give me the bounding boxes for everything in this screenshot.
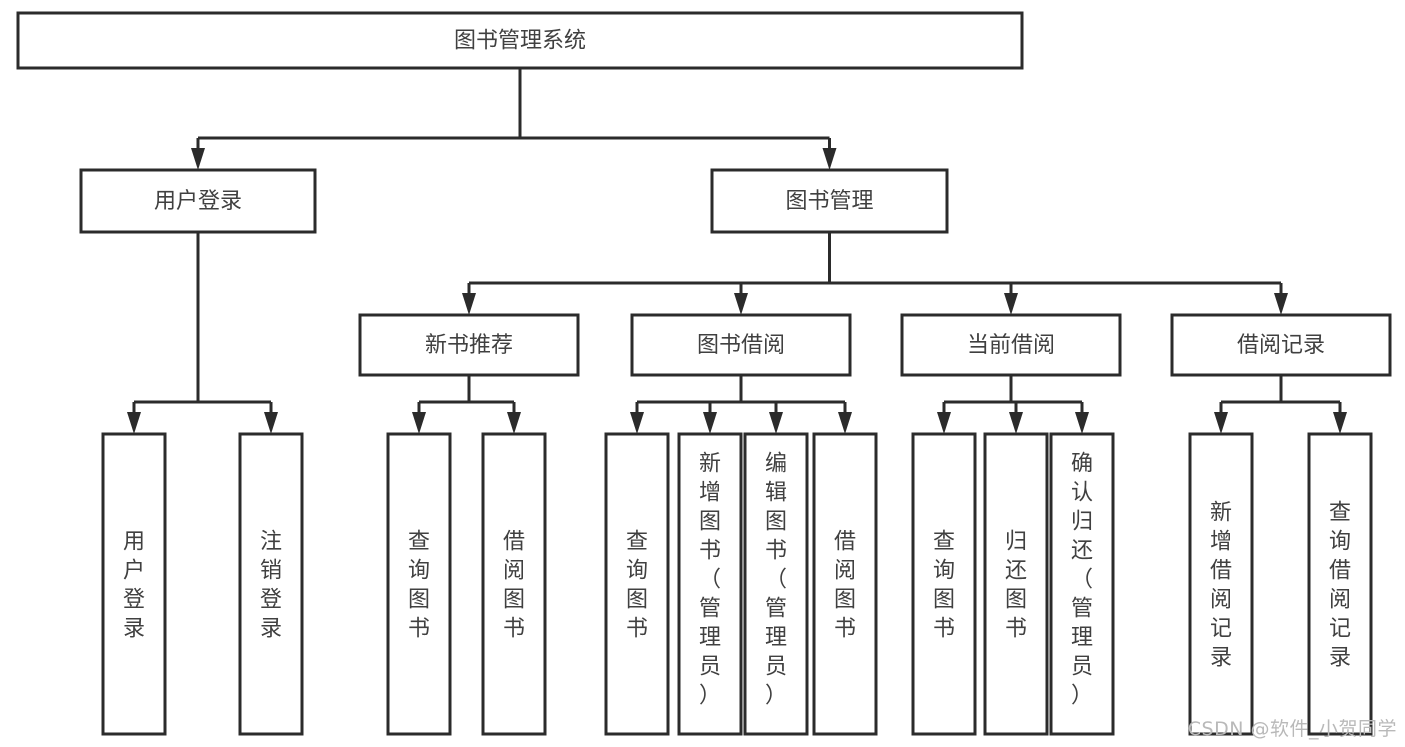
node-leaf-query-book-3[interactable]: 查询图书	[911, 432, 977, 736]
node-box	[743, 432, 809, 736]
node-leaf-query-record[interactable]: 查询借阅记录	[1307, 432, 1373, 736]
node-box	[710, 168, 949, 234]
connectors-layer	[127, 68, 1347, 434]
node-leaf-confirm-return[interactable]: 确认归还（管理员）	[1049, 432, 1115, 736]
arrow-head-icon	[822, 148, 837, 170]
node-box	[630, 313, 852, 377]
arrow-head-icon	[462, 293, 476, 315]
arrow-head-icon	[703, 412, 717, 434]
node-label: 借阅记录	[1237, 333, 1325, 358]
node-box	[677, 432, 743, 736]
arrow-head-icon	[507, 412, 521, 434]
node-box	[16, 11, 1024, 70]
arrow-head-icon	[412, 412, 426, 434]
node-box	[79, 168, 317, 234]
node-label: 新增借阅记录	[1210, 501, 1232, 671]
arrow-head-icon	[1004, 293, 1018, 315]
node-label: 查询借阅记录	[1329, 501, 1351, 671]
connector-conn-root-to-level2	[191, 68, 837, 170]
node-box	[1307, 432, 1373, 736]
node-box	[1049, 432, 1115, 736]
node-leaf-add-book[interactable]: 新增图书（管理员）	[677, 432, 743, 736]
connector-conn-userlogin-to-leaves	[127, 232, 278, 434]
node-box	[1170, 313, 1392, 377]
node-box	[1188, 432, 1254, 736]
node-label: 确认归还（管理员）	[1071, 452, 1093, 709]
node-box	[812, 432, 878, 736]
nodes-layer: 图书管理系统用户登录图书管理新书推荐图书借阅当前借阅借阅记录用户登录注销登录查询…	[16, 11, 1392, 736]
node-box	[481, 432, 547, 736]
node-label: 图书借阅	[697, 333, 785, 358]
node-label: 注销登录	[260, 530, 282, 642]
connector-conn-record-to-leaves	[1214, 375, 1347, 434]
arrow-head-icon	[769, 412, 783, 434]
node-leaf-user-login[interactable]: 用户登录	[101, 432, 167, 736]
arrow-head-icon	[1274, 293, 1288, 315]
node-leaf-add-record[interactable]: 新增借阅记录	[1188, 432, 1254, 736]
arrow-head-icon	[1075, 412, 1089, 434]
arrow-head-icon	[264, 412, 278, 434]
node-label: 新书推荐	[425, 333, 513, 358]
connector-conn-borrow-to-leaves	[630, 375, 852, 434]
node-label: 用户登录	[154, 189, 242, 214]
node-user-login[interactable]: 用户登录	[79, 168, 317, 234]
node-label: 新增图书（管理员）	[699, 452, 721, 709]
node-label: 借阅图书	[834, 530, 856, 642]
node-box	[358, 313, 580, 377]
node-borrow-record[interactable]: 借阅记录	[1170, 313, 1392, 377]
node-box	[386, 432, 452, 736]
arrow-head-icon	[937, 412, 951, 434]
node-box	[604, 432, 670, 736]
node-book-borrow[interactable]: 图书借阅	[630, 313, 852, 377]
node-new-book-recommend[interactable]: 新书推荐	[358, 313, 580, 377]
node-label: 当前借阅	[967, 333, 1055, 358]
node-book-manage[interactable]: 图书管理	[710, 168, 949, 234]
node-leaf-return-book[interactable]: 归还图书	[983, 432, 1049, 736]
node-root[interactable]: 图书管理系统	[16, 11, 1024, 70]
node-label: 图书管理	[785, 189, 873, 214]
connector-conn-bookmanage-to-level3	[462, 232, 1288, 315]
node-box	[238, 432, 304, 736]
node-leaf-logout-login[interactable]: 注销登录	[238, 432, 304, 736]
arrow-head-icon	[1009, 412, 1023, 434]
node-label: 查询图书	[408, 530, 430, 642]
arrow-head-icon	[1333, 412, 1347, 434]
connector-conn-recommend-to-leaves	[412, 375, 521, 434]
node-box	[983, 432, 1049, 736]
connector-conn-current-to-leaves	[937, 375, 1089, 434]
node-leaf-borrow-book-2[interactable]: 借阅图书	[812, 432, 878, 736]
node-label: 图书管理系统	[454, 29, 586, 54]
node-leaf-query-book-2[interactable]: 查询图书	[604, 432, 670, 736]
arrow-head-icon	[838, 412, 852, 434]
node-label: 用户登录	[123, 530, 145, 642]
node-leaf-edit-book[interactable]: 编辑图书（管理员）	[743, 432, 809, 736]
node-label: 查询图书	[626, 530, 648, 642]
node-label: 借阅图书	[503, 530, 525, 642]
node-label: 查询图书	[933, 530, 955, 642]
node-box	[911, 432, 977, 736]
watermark-text: CSDN @软件_小贺同学	[1187, 718, 1397, 740]
node-label: 归还图书	[1005, 530, 1027, 642]
node-box	[900, 313, 1122, 377]
node-box	[101, 432, 167, 736]
node-label: 编辑图书（管理员）	[765, 452, 787, 709]
node-current-borrow[interactable]: 当前借阅	[900, 313, 1122, 377]
arrow-head-icon	[127, 412, 141, 434]
arrow-head-icon	[191, 148, 205, 170]
node-leaf-borrow-book-1[interactable]: 借阅图书	[481, 432, 547, 736]
arrow-head-icon	[630, 412, 644, 434]
arrow-head-icon	[734, 293, 748, 315]
node-leaf-query-book-1[interactable]: 查询图书	[386, 432, 452, 736]
arrow-head-icon	[1214, 412, 1228, 434]
